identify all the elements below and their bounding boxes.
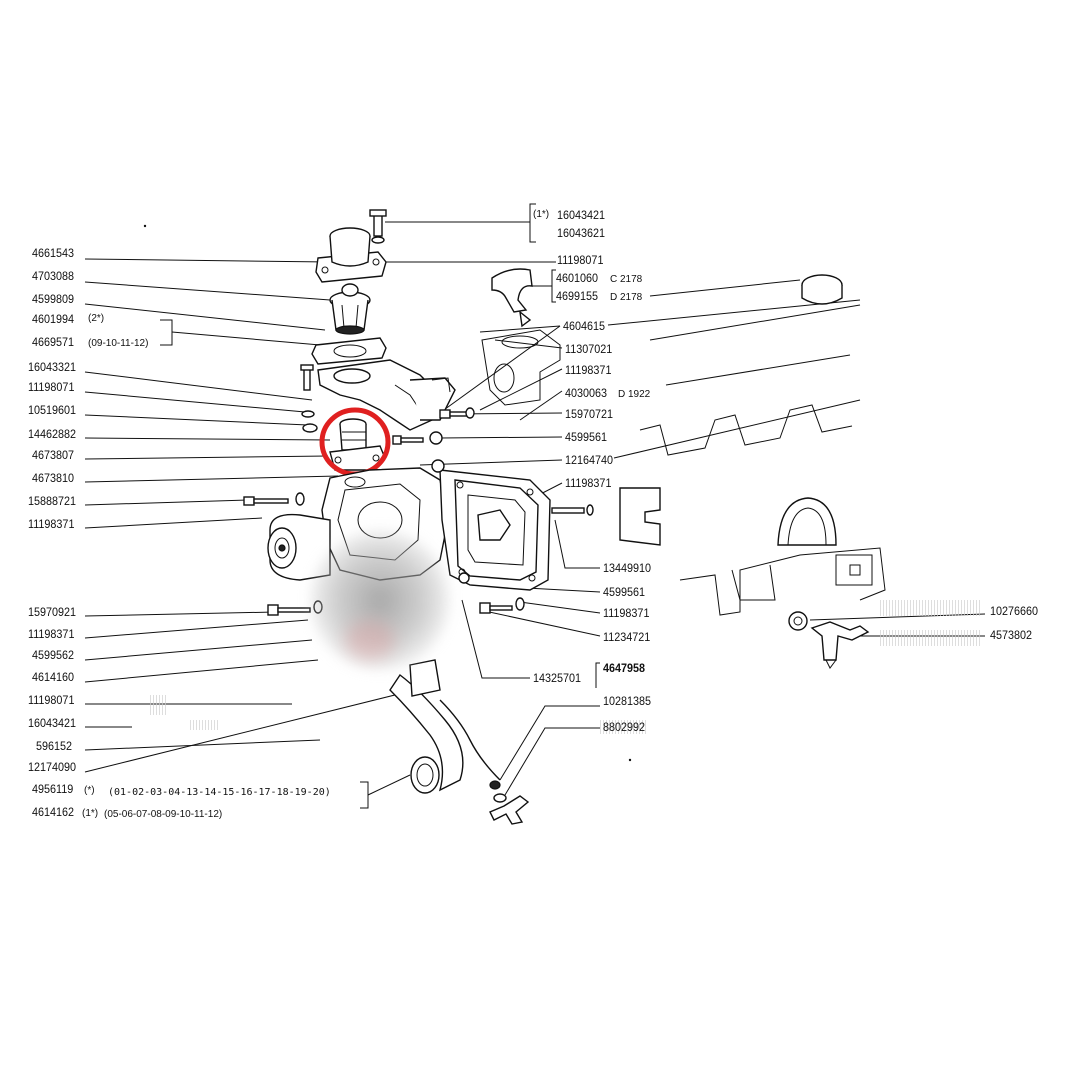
pump-cover [439, 469, 551, 591]
model-note: (2*) [88, 313, 105, 324]
scan-hatch [150, 695, 168, 715]
part-label: 11234721 [603, 630, 651, 644]
part-label: 11198071 [557, 253, 604, 267]
scan-hatch [880, 630, 980, 646]
part-label: 13449910 [603, 561, 652, 575]
part-label: 4604615 [563, 319, 606, 333]
part-label: 4669571 [32, 335, 75, 349]
part-label: 15970721 [565, 407, 614, 421]
flap-valve [491, 268, 533, 328]
part-label: 4573802 [990, 628, 1033, 642]
part-label: 4673810 [32, 471, 75, 485]
model-note: C 2178 [610, 274, 643, 285]
model-note: (1*) [533, 209, 550, 220]
part-label: 4599561 [565, 430, 608, 444]
part-label: 11307021 [565, 342, 613, 356]
model-note: (1*) [82, 808, 99, 819]
part-label: 16043621 [557, 226, 606, 240]
part-label: 11198371 [565, 363, 612, 377]
part-label: 11198371 [565, 476, 612, 490]
part-label: 14462882 [28, 427, 77, 441]
part-label: 16043321 [28, 360, 77, 374]
dot [143, 224, 147, 228]
blurred-area [310, 530, 450, 670]
part-label: 4599561 [603, 585, 646, 599]
part-label: 4030063 [565, 386, 608, 400]
part-label: 4614162 [32, 805, 75, 819]
scan-hatch [880, 600, 980, 616]
part-label: 10281385 [603, 694, 652, 708]
part-label: 4673807 [32, 448, 75, 462]
gaskets [311, 337, 387, 365]
dot [628, 758, 632, 762]
part-label: 4703088 [32, 269, 75, 283]
part-label: 4614160 [32, 670, 75, 684]
part-label: 15888721 [28, 494, 77, 508]
part-label: 596152 [36, 739, 73, 753]
part-label: 11198371 [28, 627, 75, 641]
highlighted-pipe-fitting [329, 418, 386, 471]
scan-hatch [190, 720, 218, 730]
bolts-and-washers [243, 364, 594, 616]
coolant-hose [389, 659, 501, 794]
part-label: 4699155 [556, 289, 599, 303]
part-label: 4661543 [32, 246, 75, 260]
part-label: 11198071 [28, 380, 75, 394]
part-label: 11198371 [603, 606, 650, 620]
model-note: (05-06-07-08-09-10-11-12) [104, 809, 223, 820]
model-note: D 2178 [610, 292, 643, 303]
model-note: (01-02-03-04-13-14-15-16-17-18-19-20) [108, 787, 331, 798]
blurred-area-tint [345, 620, 395, 660]
part-label: 4599809 [32, 292, 75, 306]
drain-tap [788, 611, 870, 669]
model-note: D 1922 [618, 389, 651, 400]
part-label: 10519601 [28, 403, 77, 417]
thermostat-housing [317, 359, 456, 431]
part-label: 11198371 [28, 517, 75, 531]
model-note: (09-10-11-12) [88, 338, 149, 349]
thermostat-outlet-flange [315, 209, 387, 283]
leader-lines-left [84, 258, 416, 809]
part-label: 4647958 [603, 661, 646, 675]
wingnut [489, 780, 530, 825]
part-label: 10276660 [990, 604, 1039, 618]
engine-block-outline [481, 274, 886, 616]
model-note: (*) [84, 785, 95, 796]
part-label: 12174090 [28, 760, 77, 774]
part-label: 11198071 [28, 693, 75, 707]
scan-hatch [600, 720, 646, 734]
part-label: 15970921 [28, 605, 77, 619]
part-label: 8802992 [603, 720, 646, 734]
part-label: 4601060 [556, 271, 599, 285]
part-label: 12164740 [565, 453, 614, 467]
part-label: 4599562 [32, 648, 75, 662]
part-label: 4601994 [32, 312, 75, 326]
part-label: 14325701 [533, 671, 582, 685]
part-label: 16043421 [28, 716, 77, 730]
part-label: 4956119 [32, 782, 74, 796]
part-label: 16043421 [557, 208, 606, 222]
thermostat [329, 283, 371, 335]
